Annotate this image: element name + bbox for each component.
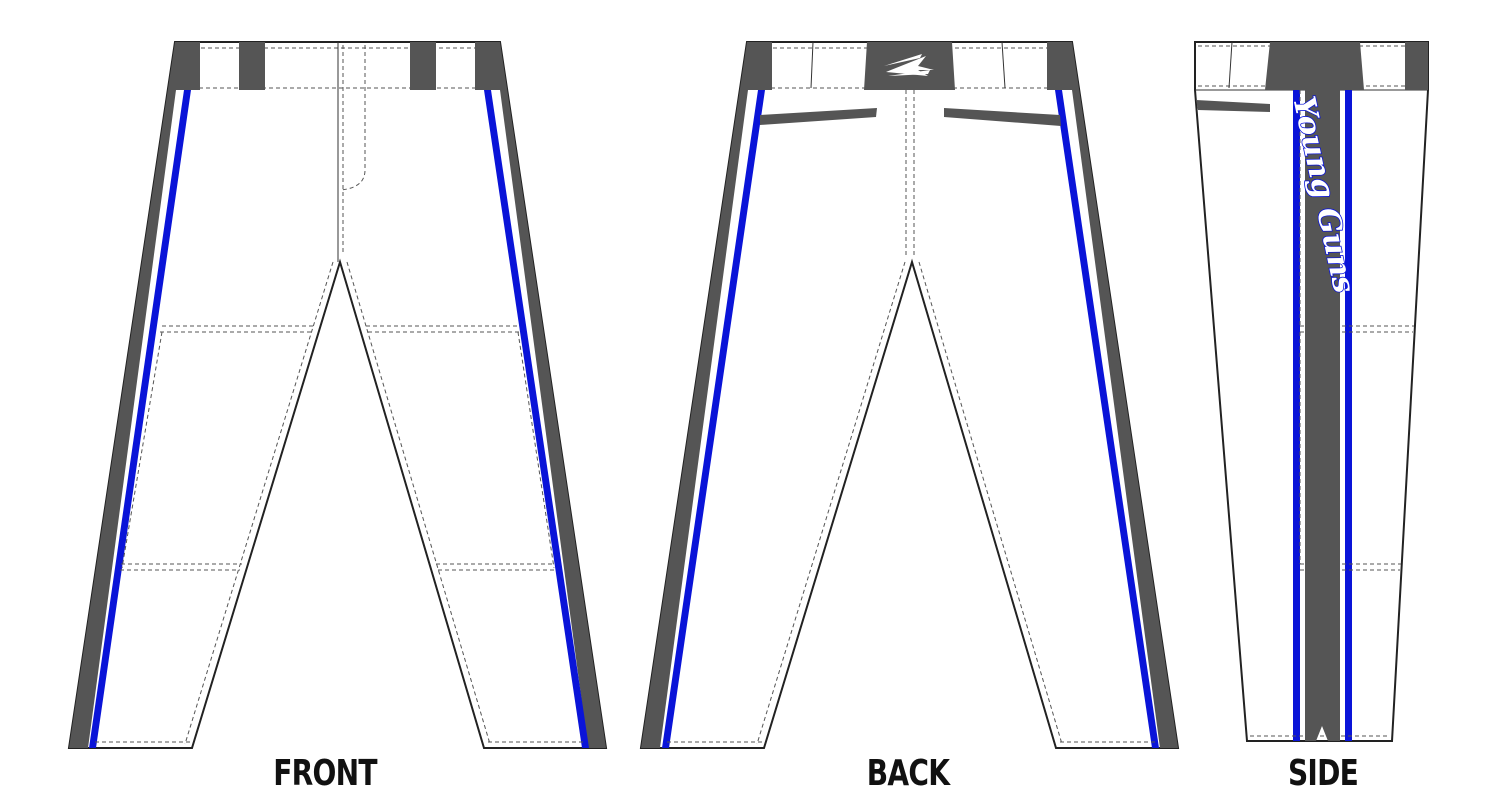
side-charcoal-panel (1305, 90, 1340, 741)
back-right-blue-stripe (1055, 90, 1159, 748)
back-right-side-panel (1047, 42, 1178, 748)
back-view (639, 41, 1180, 749)
front-right-blue-stripe (484, 90, 589, 748)
back-pants-outline (639, 41, 1180, 749)
front-view (67, 41, 608, 749)
side-pocket (1196, 100, 1270, 112)
front-left-side-panel (69, 42, 200, 748)
front-belt-loop-1 (239, 42, 265, 90)
side-waist-panel (1265, 42, 1364, 90)
side-view: Young Guns (1194, 41, 1429, 742)
front-belt-loop-2 (410, 42, 436, 90)
back-view-label: BACK (866, 753, 950, 794)
back-right-pocket (944, 108, 1061, 126)
back-left-side-panel (641, 42, 772, 748)
front-right-side-panel (475, 42, 606, 748)
side-belt-loop (1405, 42, 1428, 90)
side-blue-stripe-left (1293, 90, 1300, 741)
front-view-label: FRONT (273, 753, 377, 794)
side-view-label: SIDE (1287, 753, 1359, 794)
back-left-pocket (760, 108, 877, 125)
brand-logo-icon (884, 54, 934, 76)
side-blue-stripe-right (1345, 90, 1352, 741)
front-left-blue-stripe (89, 90, 191, 748)
back-left-blue-stripe (662, 90, 765, 748)
